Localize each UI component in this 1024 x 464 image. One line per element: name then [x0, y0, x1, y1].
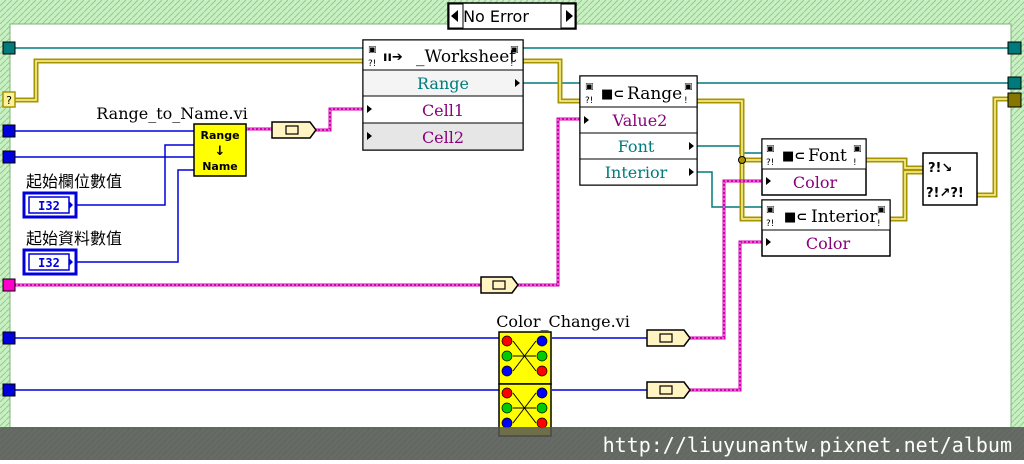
- numeric-wires: [12, 130, 647, 391]
- down-arrow-icon: ↓: [215, 144, 226, 159]
- right-tunnels: [1007, 41, 1022, 108]
- range-to-name-icon-bottom: Name: [202, 160, 238, 173]
- range-ref-out-glyph-icon: ▣: [684, 82, 693, 92]
- numeric-tunnel-3: [2, 331, 16, 345]
- font-prop-color: Color: [793, 173, 838, 192]
- error-tunnel-out: [1007, 92, 1022, 108]
- case-selector-label: No Error: [463, 7, 529, 26]
- merge-errors-node[interactable]: ?!↘ ?!↗?!: [922, 152, 978, 206]
- font-ref-out-glyph-icon: ▣: [853, 144, 862, 154]
- worksheet-prop-cell2: Cell2: [422, 128, 464, 147]
- numeric-tunnel-1: [2, 124, 16, 138]
- interior-prop-color: Color: [806, 234, 851, 253]
- merge-errors-bottom-glyph: ?!↗?!: [926, 186, 964, 201]
- decrement-arrow-icon[interactable]: [451, 10, 458, 22]
- to-variant-node-1[interactable]: [271, 121, 317, 139]
- to-variant-node-4[interactable]: [646, 381, 691, 399]
- worksheet-class-name: _Worksheet: [416, 47, 516, 67]
- invoke-arrow-icon: ıı➔: [383, 50, 403, 65]
- color-dots-icon: [501, 335, 548, 377]
- interior-ref-out-glyph-icon: ▣: [877, 205, 886, 215]
- interior-ref-glyph-icon: ▣: [766, 205, 775, 215]
- font-ref-glyph-icon: ▣: [766, 144, 775, 154]
- range-to-name-subvi[interactable]: Range ↓ Name: [193, 123, 247, 177]
- start-column-type: I32: [38, 199, 60, 213]
- range-prop-font: Font: [618, 137, 655, 156]
- range-error-out-glyph-icon: !: [684, 96, 688, 106]
- merge-errors-top-glyph: ?!↘: [928, 161, 952, 176]
- worksheet-prop-range: Range: [417, 74, 469, 93]
- start-data-type: I32: [38, 256, 60, 270]
- refnum-wires: [12, 47, 1009, 208]
- interior-error-glyph-icon: ?!: [766, 219, 774, 229]
- range-prop-value2: Value2: [612, 111, 668, 130]
- refnum-tunnel-out-1: [1007, 41, 1022, 55]
- start-column-constant[interactable]: I32: [22, 191, 78, 219]
- numeric-tunnel-4: [2, 383, 16, 397]
- interior-property-node[interactable]: ▣ ?! ▣ ! ■⊂ Interior Color: [761, 199, 891, 257]
- worksheet-ref-glyph-icon: ▣: [368, 45, 377, 55]
- refnum-tunnel-out-2: [1007, 76, 1022, 90]
- font-error-glyph-icon: ?!: [766, 158, 774, 168]
- range-property-node[interactable]: ▣ ?! ▣ ! ■⊂ Range Value2 Font Interior: [579, 75, 698, 186]
- range-to-name-caption: Range_to_Name.vi: [96, 104, 247, 123]
- error-tunnel-in: [2, 91, 16, 108]
- font-key-icon: ■⊂: [782, 149, 805, 164]
- color-dots-icon: [501, 387, 548, 429]
- color-change-subvi-1[interactable]: [498, 331, 552, 385]
- range-ref-glyph-icon: ▣: [585, 82, 594, 92]
- error-tunnel-label: ?: [6, 94, 12, 107]
- range-to-name-icon-top: Range: [200, 129, 239, 142]
- range-class-name: Range: [627, 84, 682, 104]
- font-class-name: Font: [808, 146, 847, 166]
- to-variant-node-2[interactable]: [480, 276, 519, 294]
- variant-tunnel-in: [2, 278, 16, 292]
- range-error-glyph-icon: ?!: [585, 96, 593, 106]
- worksheet-error-glyph-icon: ?!: [368, 59, 376, 69]
- start-data-label: 起始資料數值: [26, 229, 122, 248]
- font-property-node[interactable]: ▣ ?! ▣ ! ■⊂ Font Color: [761, 138, 867, 196]
- font-error-out-glyph-icon: !: [853, 158, 857, 168]
- worksheet-prop-cell1: Cell1: [422, 101, 464, 120]
- range-prop-interior: Interior: [605, 163, 668, 182]
- refnum-tunnel-in: [2, 41, 16, 55]
- interior-key-icon: ■⊂: [784, 210, 807, 225]
- property-key-icon: ■⊂: [601, 87, 624, 102]
- interior-class-name: Interior: [811, 207, 878, 227]
- worksheet-ref-out-glyph-icon: ▣: [510, 45, 519, 55]
- watermark-bar: http://liuyunantw.pixnet.net/album: [0, 427, 1024, 460]
- increment-arrow-icon[interactable]: [566, 10, 573, 22]
- case-selector[interactable]: No Error: [447, 2, 577, 30]
- start-data-constant[interactable]: I32: [22, 248, 78, 276]
- worksheet-error-out-glyph-icon: !: [510, 59, 514, 69]
- color-change-caption: Color_Change.vi: [496, 312, 630, 331]
- worksheet-property-node[interactable]: ▣ ?! ▣ ! ıı➔ _Worksheet Range Cell1 Cell…: [362, 39, 524, 151]
- watermark-text: http://liuyunantw.pixnet.net/album: [603, 433, 1012, 457]
- to-variant-node-3[interactable]: [646, 329, 691, 347]
- variant-wires: [12, 107, 762, 392]
- left-tunnels: ?: [2, 41, 16, 397]
- numeric-tunnel-2: [2, 150, 16, 164]
- start-column-label: 起始欄位數值: [26, 172, 122, 191]
- interior-error-out-glyph-icon: !: [877, 219, 881, 229]
